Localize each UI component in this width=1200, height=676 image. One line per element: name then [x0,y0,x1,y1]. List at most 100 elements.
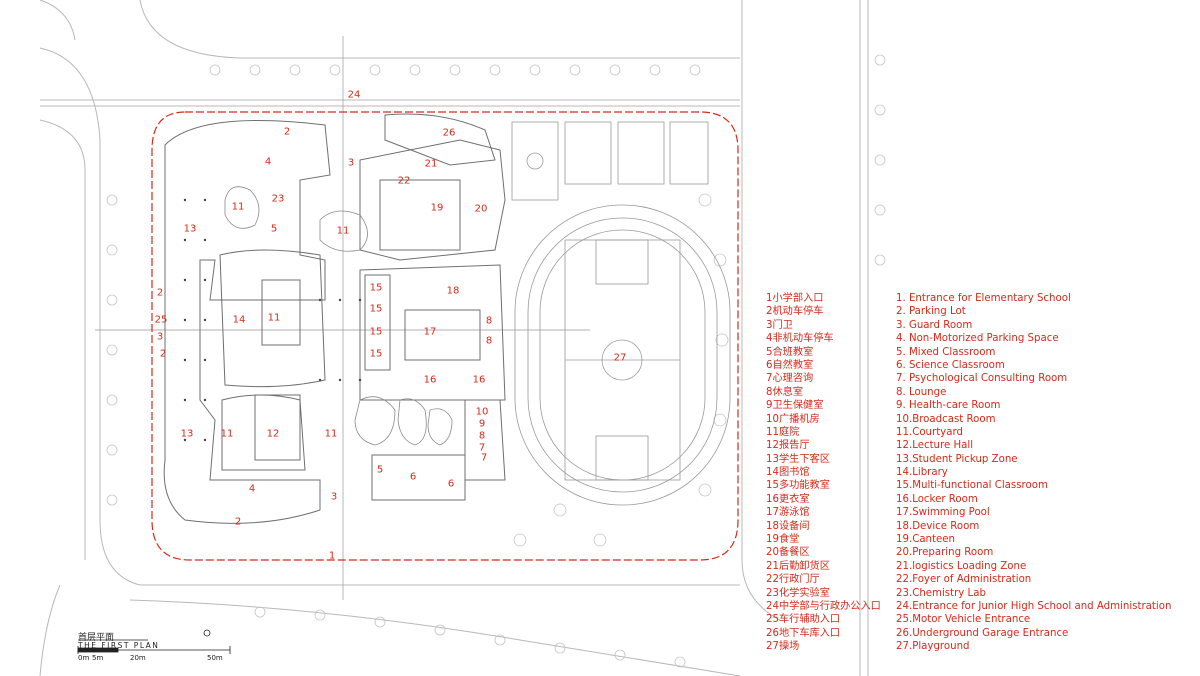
plan-title-cn: 首层平面 [78,633,115,643]
legend-item: 13.Student Pickup Zone [896,453,1018,465]
legend-item: 21.logistics Loading Zone [896,560,1027,572]
legend-item: 20.Preparing Room [896,547,994,559]
plan-room-number: 26 [442,127,456,139]
legend-item: 25车行辅助入口 [766,614,841,626]
scale-label-50: 50m [207,654,223,662]
legend-item: 20备餐区 [766,547,810,559]
plan-room-number: 17 [423,326,437,338]
plan-room-number: 2 [156,287,164,299]
legend-item: 7心理咨询 [766,373,814,385]
plan-room-number: 11 [231,201,245,213]
plan-room-number: 8 [485,315,493,327]
legend-item: 12.Lecture Hall [896,440,974,452]
plan-room-number: 25 [154,314,168,326]
legend-item: 5合班教室 [766,346,814,358]
legend-item: 10.Broadcast Room [896,413,996,425]
legend-item: 10广播机房 [766,413,820,425]
legend-item: 16更衣室 [766,493,810,505]
plan-room-number: 11 [336,225,350,237]
legend-item: 27操场 [766,641,800,653]
legend-item: 9卫生保健室 [766,400,824,412]
plan-room-number: 2 [234,516,242,528]
plan-room-number: 6 [409,471,417,483]
plan-room-number: 2 [283,126,291,138]
legend-item: 6. Science Classroom [896,359,1005,371]
legend-item: 4. Non-Motorized Parking Space [896,333,1059,345]
plan-room-number: 24 [347,89,361,101]
legend-item: 23化学实验室 [766,587,830,599]
plan-room-number: 9 [478,418,486,430]
legend-item: 13学生下客区 [766,453,830,465]
legend-item: 26.Underground Garage Entrance [896,627,1069,639]
legend-item: 6自然教室 [766,359,814,371]
legend-item: 3门卫 [766,319,793,331]
legend-item: 23.Chemistry Lab [896,587,986,599]
plan-room-number: 3 [156,331,164,343]
plan-room-number: 8 [485,335,493,347]
plan-room-number: 15 [369,303,383,315]
plan-room-number: 20 [474,203,488,215]
legend-item: 27.Playground [896,641,970,653]
legend-item: 15.Multi-functional Classroom [896,480,1048,492]
plan-room-number: 11 [220,428,234,440]
legend-item: 11.Courtyard [896,426,963,438]
legend-item: 21后勤卸货区 [766,560,830,572]
legend-item: 22.Foyer of Administration [896,574,1032,586]
plan-room-number: 11 [324,428,338,440]
plan-room-number: 4 [248,483,256,495]
legend-item: 24.Entrance for Junior High School and A… [896,600,1172,612]
plan-room-number: 12 [266,428,280,440]
plan-title-en: THE FIRST PLAN [78,641,160,650]
legend-item: 8. Lounge [896,386,947,398]
plan-room-number: 13 [183,223,197,235]
plan-room-number: 19 [430,202,444,214]
plan-room-number: 15 [369,326,383,338]
plan-room-number: 11 [267,312,281,324]
legend-item: 9. Health-care Room [896,400,1001,412]
legend-item: 25.Motor Vehicle Entrance [896,614,1031,626]
plan-room-number: 3 [347,157,355,169]
scale-label-20: 20m [130,654,146,662]
legend-item: 26地下车库入口 [766,627,841,639]
legend-item: 17.Swimming Pool [896,507,990,519]
plan-room-number: 18 [446,285,460,297]
plan-room-number: 13 [180,428,194,440]
plan-room-number: 16 [423,374,437,386]
legend-item: 8休息室 [766,386,804,398]
plan-room-number: 6 [447,478,455,490]
legend-item: 19食堂 [766,534,800,546]
plan-room-number: 10 [475,406,489,418]
legend-item: 1小学部入口 [766,293,824,304]
legend-item: 2机动车停车 [766,306,824,318]
legend-item: 7. Psychological Consulting Room [896,373,1068,385]
plan-room-number: 27 [613,352,627,364]
plan-room-number: 1 [328,550,336,562]
plan-room-number: 3 [330,491,338,503]
plan-room-number: 7 [480,452,488,464]
plan-room-number: 16 [472,374,486,386]
legend-item: 5. Mixed Classroom [896,346,996,358]
legend-item: 15多功能教室 [766,480,830,492]
legend-item: 19.Canteen [896,534,956,546]
scale-label-0: 0m [78,654,90,662]
plan-room-number: 14 [232,314,246,326]
plan-room-number: 15 [369,282,383,294]
legend-item: 24中学部与行政办公入口 [766,600,881,612]
plan-room-number: 7 [478,442,486,454]
legend-item: 22行政门厅 [766,574,820,586]
legend-item: 3. Guard Room [896,319,973,331]
legend-item: 14.Library [896,467,948,479]
plan-room-number: 2 [159,348,167,360]
plan-room-number: 8 [478,430,486,442]
legend-item: 18.Device Room [896,520,980,532]
legend-item: 2. Parking Lot [896,306,966,318]
plan-room-number: 5 [270,223,278,235]
plan-room-number: 21 [424,158,438,170]
plan-room-number: 4 [264,156,272,168]
plan-room-number: 23 [271,193,285,205]
legend-item: 18设备间 [766,520,810,532]
legend-item: 16.Locker Room [896,493,978,505]
